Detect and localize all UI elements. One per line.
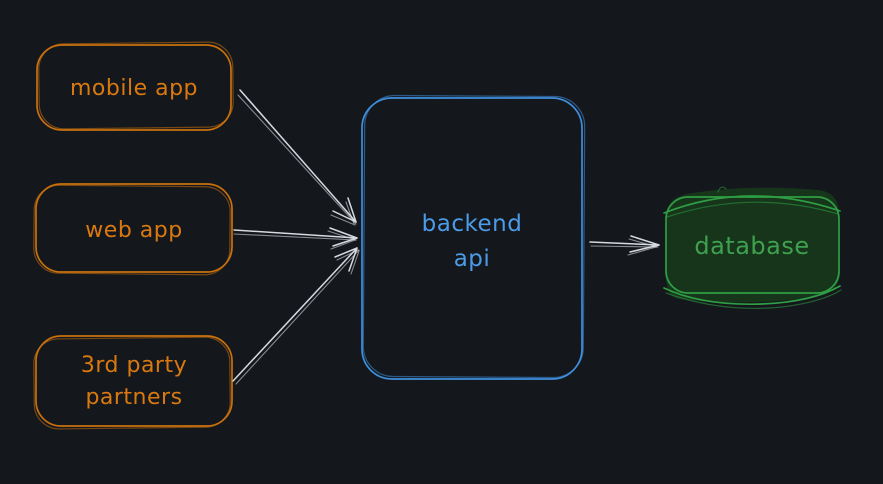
edge-mobile-app-arrowhead-ghost	[330, 201, 356, 226]
edge-third-party-arrowhead-ghost	[336, 249, 360, 275]
node-mobile-app-shape	[36, 44, 232, 131]
edge-web-app-shaft	[233, 229, 358, 239]
node-database-label: database	[694, 232, 809, 260]
node-third-party-partners-sketch-outline	[33, 336, 231, 430]
edge-backend-database-arrowhead-ghost	[627, 238, 658, 256]
edge-third-party-arrowhead	[334, 247, 358, 272]
edge-mobile-app-shaft	[239, 89, 357, 223]
node-third-party-partners-shape	[35, 335, 233, 427]
edge-mobile-app-to-backend-api[interactable]	[237, 89, 357, 226]
node-database-bottom-arc	[663, 285, 841, 306]
node-mobile-app-label: mobile app	[70, 76, 198, 101]
edge-backend-api-to-database[interactable]	[589, 235, 660, 256]
node-third-party-partners-label-line1: 3rd party	[81, 353, 187, 378]
node-database-top-arc-ghost	[666, 201, 839, 218]
node-web-app[interactable]: web app	[33, 183, 233, 276]
node-web-app-label: web app	[85, 218, 182, 243]
node-web-app-shape	[35, 183, 233, 273]
node-backend-api-label-line2: api	[454, 246, 491, 272]
node-database-bottom-arc-ghost	[665, 289, 842, 309]
node-mobile-app[interactable]: mobile app	[36, 41, 234, 131]
edge-web-app-to-backend-api[interactable]	[233, 227, 358, 250]
edge-web-app-shaft-ghost	[233, 233, 357, 241]
edge-third-party-shaft-ghost	[235, 249, 360, 385]
node-backend-api[interactable]: backend api	[361, 94, 586, 380]
node-backend-api-label-line1: backend	[422, 211, 523, 237]
edge-third-party-shaft	[232, 247, 358, 382]
node-database-body-outline	[665, 196, 840, 294]
node-backend-api-shape	[361, 97, 583, 380]
node-database[interactable]: database	[663, 186, 842, 309]
node-third-party-partners-label-line2: partners	[85, 385, 182, 410]
node-database-pen-squiggle	[717, 186, 727, 193]
node-third-party-partners[interactable]: 3rd party partners	[33, 335, 233, 430]
node-database-fill	[666, 187, 840, 303]
node-database-top-arc	[663, 195, 841, 214]
edge-mobile-app-shaft-ghost	[237, 94, 357, 225]
edge-web-app-arrowhead-ghost	[327, 230, 357, 250]
node-backend-api-sketch-outline	[362, 94, 586, 379]
node-mobile-app-sketch-outline	[38, 41, 234, 130]
edge-third-party-partners-to-backend-api[interactable]	[232, 247, 360, 385]
node-web-app-sketch-outline	[33, 184, 231, 276]
edge-backend-database-shaft-ghost	[590, 245, 659, 248]
